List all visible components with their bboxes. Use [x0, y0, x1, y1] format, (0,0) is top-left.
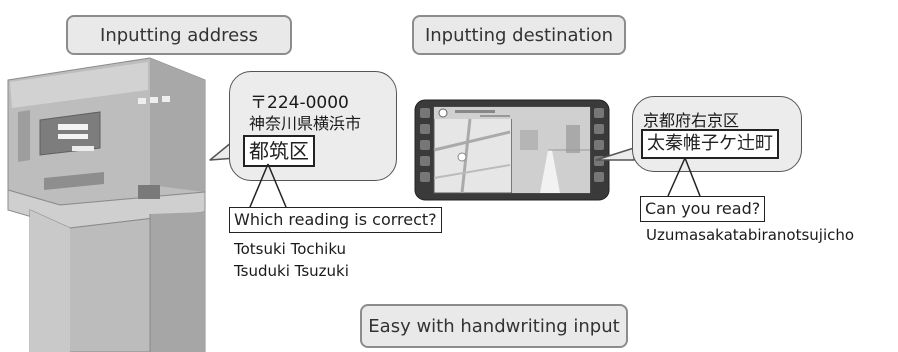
address-readings-line2: Tsuduki Tsuzuki — [234, 262, 349, 280]
postal-code-text: 〒224-0000 — [250, 93, 349, 113]
inputting-destination-label: Inputting destination — [412, 15, 626, 55]
destination-question-box: Can you read? — [640, 196, 766, 222]
easy-handwriting-label: Easy with handwriting input — [360, 304, 628, 348]
destination-town-box: 太秦帷子ケ辻町 — [641, 129, 779, 159]
address-readings-line1: Totsuki Tochiku — [234, 240, 347, 258]
destination-ward-text: 京都府右京区 — [643, 111, 740, 130]
car-navigation-icon — [414, 99, 610, 201]
ward-kanji-box: 都筑区 — [243, 135, 315, 167]
destination-reading-text: Uzumasakatabiranotsujicho — [646, 226, 855, 244]
prefecture-city-text: 神奈川県横浜市 — [249, 114, 362, 133]
atm-machine-icon — [7, 57, 206, 352]
inputting-address-label: Inputting address — [66, 15, 292, 55]
address-question-box: Which reading is correct? — [229, 207, 442, 233]
